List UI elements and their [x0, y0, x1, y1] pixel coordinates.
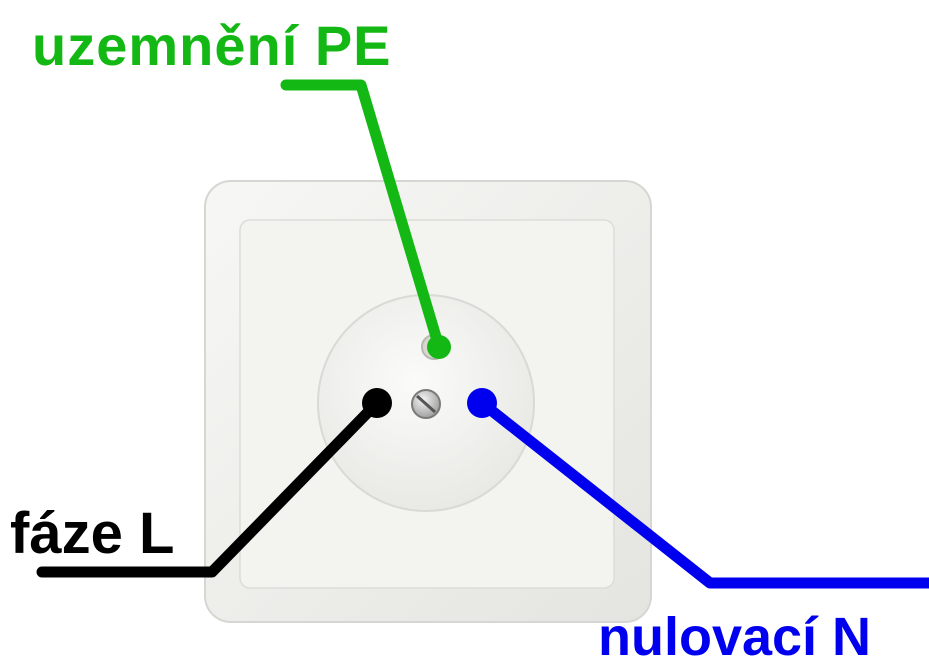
center-screw [411, 389, 441, 419]
ground-wire [280, 79, 445, 353]
neutral-wire [476, 397, 929, 589]
neutral-hole [467, 388, 497, 418]
neutral-label: nulovací N [598, 607, 872, 661]
phase-wire [36, 397, 383, 578]
ground-label: uzemnění PE [32, 14, 392, 77]
phase-label: fáze L [10, 501, 175, 566]
ground-contact [427, 335, 451, 359]
phase-hole [362, 388, 392, 418]
